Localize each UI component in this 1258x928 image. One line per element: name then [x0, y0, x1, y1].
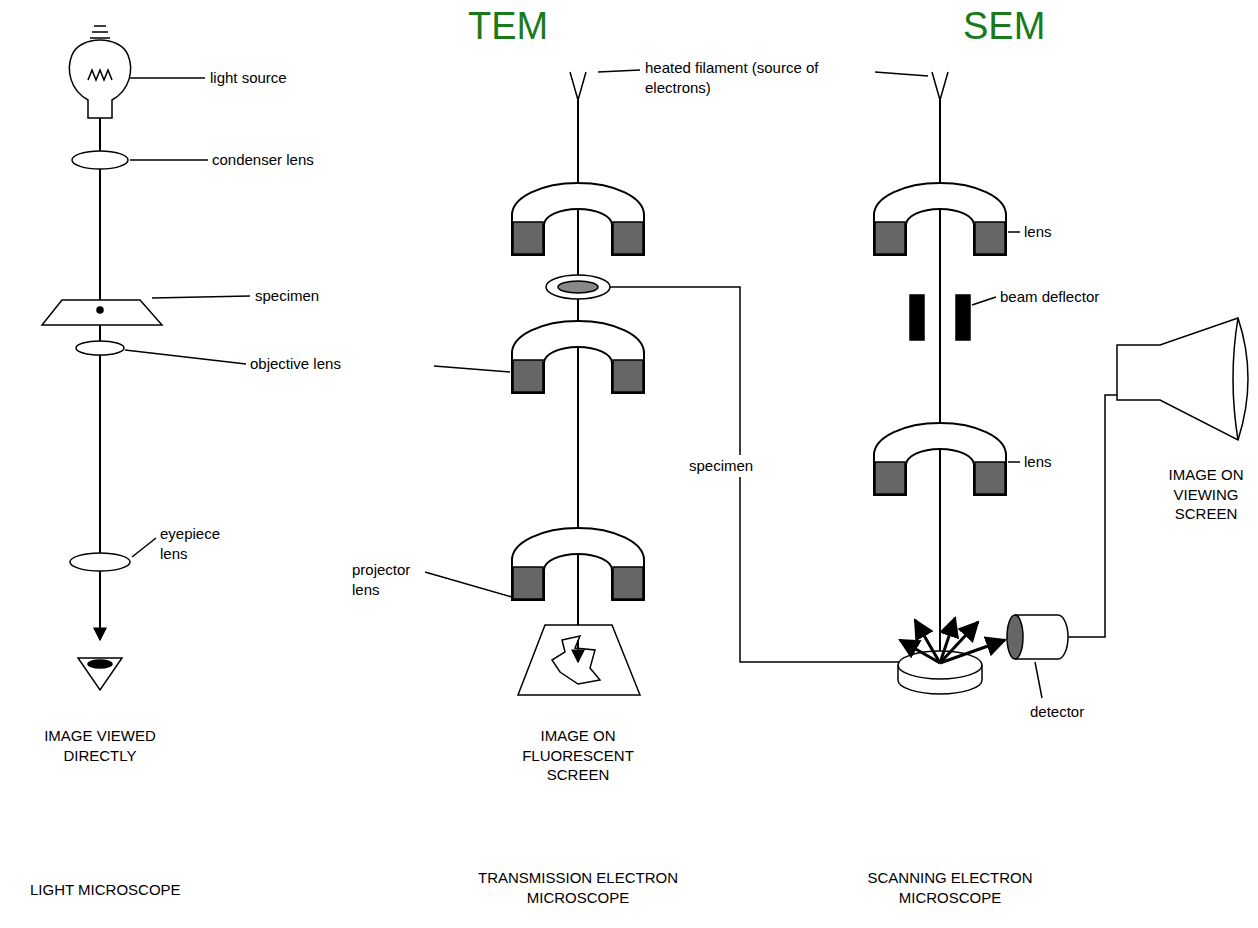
- part-label: detector: [1030, 702, 1120, 722]
- part-label: lens: [1024, 452, 1084, 472]
- part-label: objective lens: [250, 354, 430, 374]
- microscope-name: TRANSMISSION ELECTRON MICROSCOPE: [458, 868, 698, 907]
- part-label: heated filament (source of electrons): [645, 58, 820, 97]
- part-label: projector lens: [352, 560, 432, 599]
- part-label: condenser lens: [212, 150, 362, 170]
- output-label: IMAGE ON FLUORESCENT SCREEN: [498, 726, 658, 785]
- part-label: light source: [210, 68, 340, 88]
- microscope-name: SCANNING ELECTRON MICROSCOPE: [830, 868, 1070, 907]
- section-heading: TEM: [468, 6, 588, 48]
- section-heading: SEM: [963, 6, 1083, 48]
- output-label: IMAGE ON VIEWING SCREEN: [1158, 465, 1254, 524]
- output-label: IMAGE VIEWED DIRECTLY: [10, 726, 190, 765]
- part-label: eyepiece lens: [160, 524, 240, 563]
- part-label: specimen: [255, 286, 365, 306]
- part-label: beam deflector: [1000, 287, 1140, 307]
- microscope-name: LIGHT MICROSCOPE: [30, 880, 230, 900]
- part-label: lens: [1024, 222, 1084, 242]
- part-label: specimen: [686, 455, 756, 477]
